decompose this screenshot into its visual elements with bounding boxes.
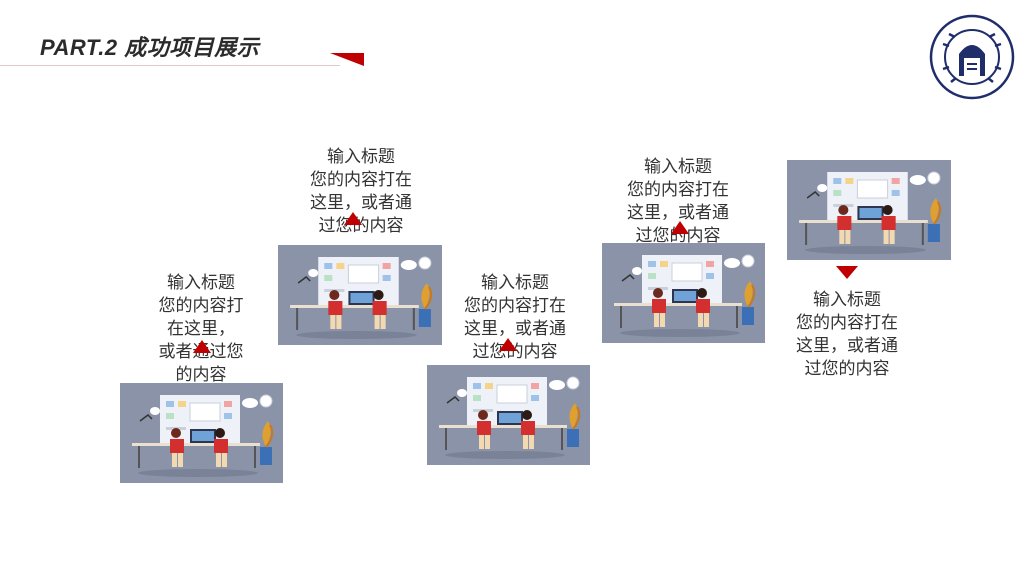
card-1-image bbox=[120, 383, 283, 483]
card-5-pointer bbox=[836, 266, 858, 279]
card-4-caption: 输入标题 您的内容打在 这里，或者通 过您的内容 bbox=[627, 157, 729, 246]
university-seal-icon bbox=[929, 14, 1015, 100]
card-2-image bbox=[278, 245, 442, 345]
card-5-image bbox=[787, 160, 951, 260]
card-4-image bbox=[602, 243, 765, 343]
section-title: 成功项目展示 bbox=[124, 36, 260, 61]
card-5-caption: 输入标题 您的内容打在 这里，或者通 过您的内容 bbox=[796, 290, 898, 379]
card-1-caption: 输入标题 您的内容打 在这里， 或者通过您 的内容 bbox=[158, 273, 244, 385]
card-1-pointer bbox=[193, 340, 211, 353]
card-2-caption: 输入标题 您的内容打在 这里，或者通 过您的内容 bbox=[310, 147, 412, 236]
card-4-pointer bbox=[671, 221, 689, 234]
part-label: PART.2 bbox=[40, 35, 118, 60]
red-flag-accent bbox=[330, 53, 364, 66]
title-underline bbox=[0, 65, 340, 66]
page-title: PART.2 成功项目展示 bbox=[40, 30, 259, 62]
card-2-pointer bbox=[344, 212, 362, 225]
card-3-caption: 输入标题 您的内容打在 这里，或者通 过您的内容 bbox=[464, 273, 566, 362]
card-3-image bbox=[427, 365, 590, 465]
card-3-pointer bbox=[499, 338, 517, 351]
